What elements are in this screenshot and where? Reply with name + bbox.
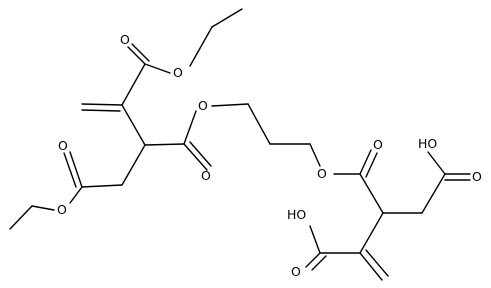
- atom-labels: O O O O O O O O HO O HO O: [57, 32, 482, 279]
- atom-label-oxygen: O: [291, 264, 301, 279]
- atom-label-oxygen: O: [198, 98, 208, 113]
- atom-label-oxygen: O: [373, 137, 383, 152]
- atom-label-oxygen: O: [120, 32, 130, 47]
- atom-label-oxygen: O: [58, 138, 68, 153]
- atom-label-hydroxyl: HO: [418, 136, 437, 151]
- atom-label-oxygen: O: [57, 202, 67, 217]
- atom-label-oxygen: O: [201, 168, 211, 183]
- atom-label-hydroxyl: HO: [287, 207, 306, 222]
- bond-lines: [9, 8, 471, 281]
- atom-label-oxygen: O: [317, 166, 327, 181]
- atom-label-oxygen: O: [472, 169, 482, 184]
- atom-label-oxygen: O: [173, 65, 183, 80]
